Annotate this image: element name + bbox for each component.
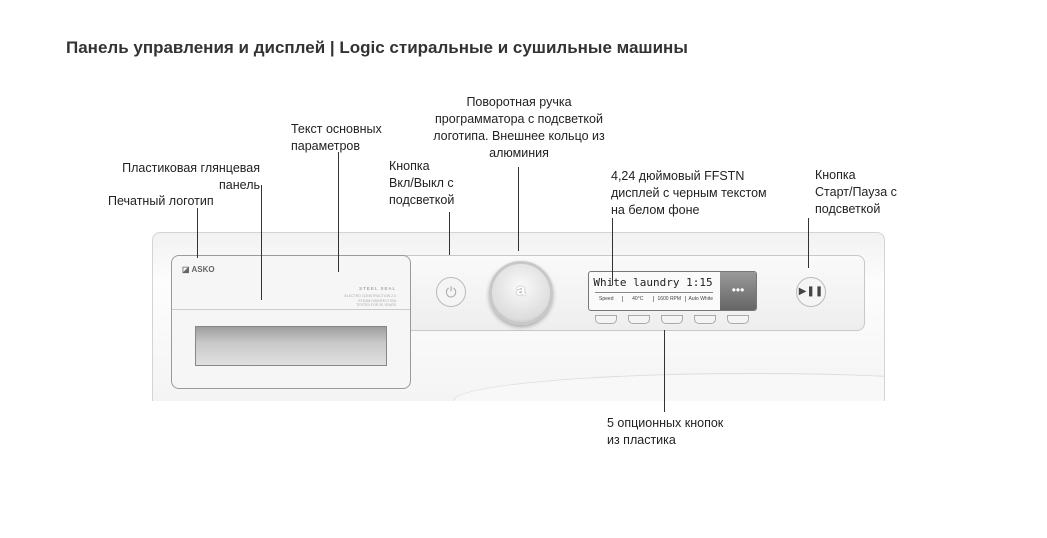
play-pause-icon: ▶❚❚ (798, 286, 824, 297)
option-button-4[interactable] (694, 315, 716, 324)
display-options: Speed 40°C 1600 RPM Auto White (591, 296, 716, 302)
washing-machine-panel: ◪ ASKO STEEL SEAL ELECTRO CONSTRUCTION 2… (152, 232, 885, 401)
callout-logo: Печатный логотип (108, 194, 214, 208)
callout-line (338, 152, 339, 272)
seal-line: TESTED FOR 20 YEARS (356, 303, 396, 307)
power-button[interactable]: ⏻ (436, 277, 466, 307)
display: White laundry 1:15 Speed 40°C 1600 RPM A… (588, 271, 757, 311)
callout-line (664, 330, 665, 412)
option-button-5[interactable] (727, 315, 749, 324)
callout-line (449, 212, 450, 255)
display-option: 40°C (623, 296, 654, 302)
callout-line (197, 208, 198, 258)
display-progress (595, 292, 713, 293)
brand-logo: ◪ ASKO (182, 265, 215, 274)
display-program: White laundry 1:15 (593, 276, 713, 289)
option-button-3[interactable] (661, 315, 683, 324)
display-option: Speed (591, 296, 623, 302)
brand-name: ASKO (191, 265, 215, 274)
start-pause-button[interactable]: ▶❚❚ (796, 277, 826, 307)
display-option: Auto White (688, 296, 713, 302)
seal-title: STEEL SEAL (359, 286, 396, 291)
display-menu: ••• (720, 272, 756, 310)
door-drum (453, 373, 884, 401)
callout-line (261, 185, 262, 300)
callout-line (518, 167, 519, 251)
detergent-drawer[interactable]: ◪ ASKO STEEL SEAL ELECTRO CONSTRUCTION 2… (171, 255, 411, 389)
page-title: Панель управления и дисплей | Logic стир… (66, 38, 688, 57)
knob-logo: a (516, 282, 526, 299)
drawer-handle[interactable] (195, 326, 387, 366)
program-knob[interactable]: a (489, 261, 553, 325)
power-icon: ⏻ (445, 284, 457, 300)
callout-line (612, 218, 613, 285)
callout-line (808, 218, 809, 268)
option-button-2[interactable] (628, 315, 650, 324)
display-option: 1600 RPM (654, 296, 686, 302)
option-button-1[interactable] (595, 315, 617, 324)
drawer-divider (172, 309, 410, 310)
seal-line: STEAM DISINFECTION (358, 298, 396, 303)
seal-line: ELECTRO CONSTRUCTION 2.0 (344, 294, 396, 298)
